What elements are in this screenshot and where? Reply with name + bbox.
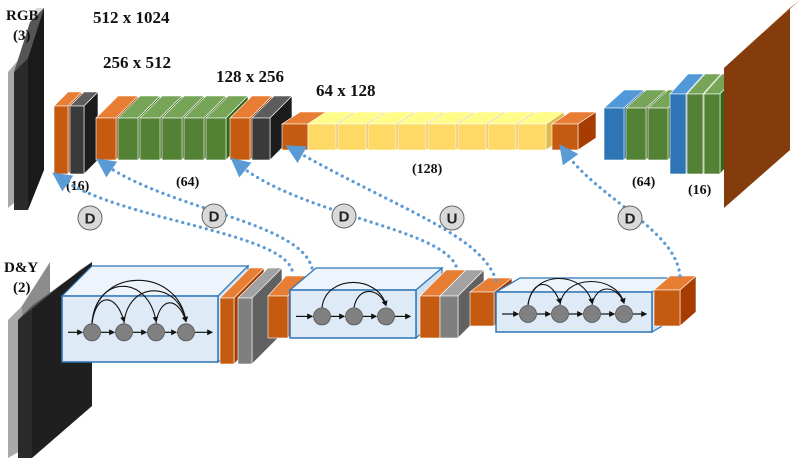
channel-count-decoder-16: (16) [688,183,712,198]
bottom-stream-blocks [60,264,697,365]
skip-connection-arrow [96,158,314,270]
resolution-label-0: 512 x 1024 [93,8,170,27]
channel-count-encoder-128: (128) [412,162,443,177]
graph-node [115,323,133,342]
dense-block-panel-3 [493,276,679,334]
graph-node [551,305,569,323]
resolution-label-2: 128 x 256 [216,67,284,86]
dy-label: D&Y [4,260,38,276]
graph-node [377,307,395,326]
connection-badge: D [331,203,357,229]
connection-badge-label: D [209,209,220,226]
rgb-channels: (3) [13,28,31,44]
channel-count-encoder-16: (16) [66,179,90,194]
top-stream-blocks [53,73,739,175]
graph-node [583,305,601,323]
graph-node [615,305,633,323]
encoder-dark-block [69,91,99,175]
rgb-label: RGB [6,8,39,24]
connection-badge-label: D [85,211,96,228]
connection-badge: D [77,205,103,231]
graph-node [147,323,165,342]
connection-badge-label: D [339,209,350,226]
dense-block-panel-2 [288,266,444,340]
output-map [724,0,800,208]
connection-badge: D [617,205,643,231]
connection-badge-label: U [447,211,458,228]
resolution-label-3: 64 x 128 [316,81,376,100]
channel-count-encoder-64: (64) [176,175,200,190]
skip-connection-arrow [230,157,458,268]
graph-node [345,307,363,326]
graph-node [519,305,537,323]
connection-badge: D [201,203,227,229]
bottom-orange-block [653,275,697,327]
skip-connection-arrow [285,145,498,282]
resolution-label-1: 256 x 512 [103,53,171,72]
dy-channels: (2) [13,280,31,296]
graph-node [177,323,195,342]
rgb-input-image [8,8,44,210]
graph-node [313,307,331,326]
channel-count-decoder-64: (64) [632,175,656,190]
skip-connection-arrow [52,172,294,272]
connection-badge-label: D [625,211,636,228]
graph-node [83,323,101,342]
connection-badge: U [439,205,465,231]
